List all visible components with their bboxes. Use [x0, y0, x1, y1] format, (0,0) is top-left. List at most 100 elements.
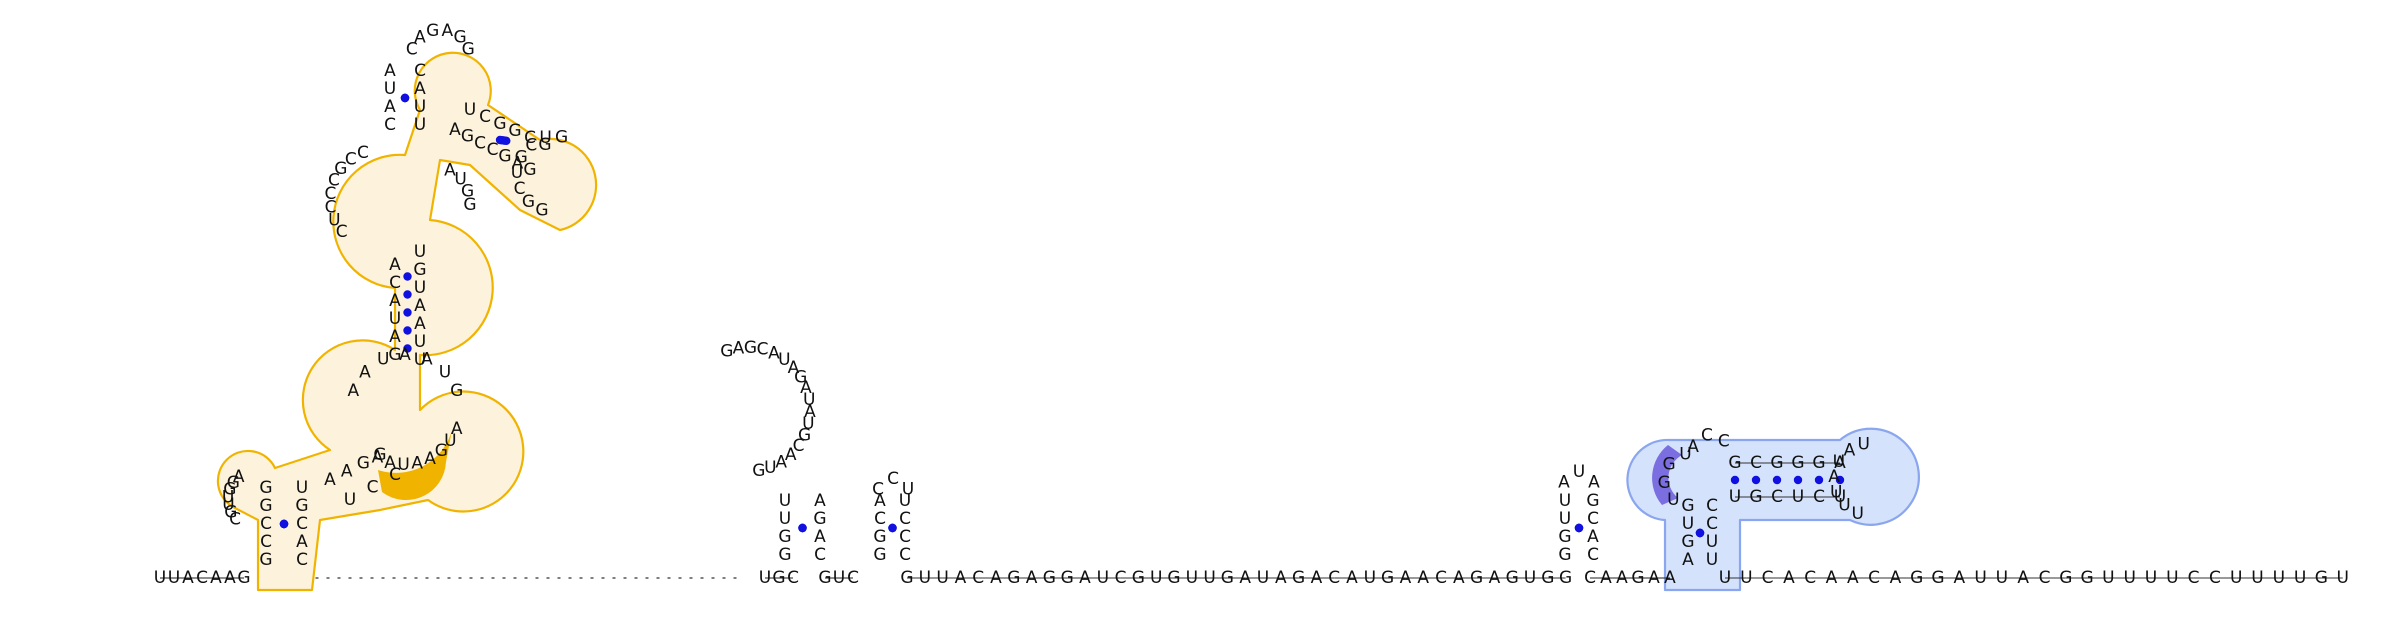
linker-nucleotide: U [2123, 568, 2135, 588]
linker-nucleotide: U [2273, 568, 2285, 588]
stem-nucleotide: G [778, 545, 791, 565]
loop-nucleotide: A [788, 358, 800, 378]
linker-nucleotide: U [1792, 487, 1804, 507]
stem-nucleotide: C [487, 140, 499, 160]
stem-nucleotide: U [1682, 514, 1694, 534]
base-pair-dot [403, 290, 412, 299]
stem-nucleotide: G [1586, 491, 1599, 511]
loop-nucleotide: G [744, 338, 757, 358]
stem-nucleotide: A [296, 532, 308, 552]
loop-nucleotide: G [463, 195, 476, 215]
stem-nucleotide: G [508, 121, 521, 141]
stem-nucleotide: C [414, 61, 426, 81]
stem-nucleotide: C [1587, 545, 1599, 565]
loop-nucleotide: G [450, 381, 463, 401]
loop-nucleotide: U [1857, 435, 1869, 455]
linker-nucleotide: G [1910, 568, 1923, 588]
stem-nucleotide: G [1558, 527, 1571, 547]
linker-nucleotide: A [1834, 453, 1846, 473]
loop-nucleotide: G [794, 367, 807, 387]
linker-nucleotide: A [1953, 568, 1965, 588]
stem-nucleotide: C [814, 545, 826, 565]
linker-nucleotide: G [1791, 453, 1804, 473]
linker-nucleotide: G [2081, 568, 2094, 588]
linker-nucleotide: C [1762, 568, 1774, 588]
stem-nucleotide: C [1587, 509, 1599, 529]
stem-nucleotide: U [414, 242, 426, 262]
stem-nucleotide: G [413, 260, 426, 280]
linker-nucleotide: C [1750, 453, 1762, 473]
orange-highlight-region [216, 51, 598, 592]
loop-nucleotide: G [798, 425, 811, 445]
linker-nucleotide: A [1311, 568, 1323, 588]
loop-nucleotide: G [522, 192, 535, 212]
loop-nucleotide: G [426, 21, 439, 41]
stem-nucleotide: G [498, 147, 511, 167]
stem-nucleotide: A [449, 120, 461, 140]
base-pair-dot [279, 519, 289, 529]
linker-nucleotide: U [2102, 568, 2114, 588]
stem-nucleotide: A [384, 97, 396, 117]
linker-nucleotide: G [1749, 487, 1762, 507]
blue-highlight-accent [1652, 445, 1682, 505]
backbone-layer [160, 462, 2343, 579]
linker-nucleotide: A [1664, 568, 1676, 588]
stem-nucleotide: U [779, 491, 791, 511]
stem-nucleotide: U [414, 332, 426, 352]
linker-nucleotide: A [1026, 568, 1038, 588]
loop-nucleotide: A [1687, 437, 1699, 457]
linker-nucleotide: C [1868, 568, 1880, 588]
stem-nucleotide: A [414, 314, 426, 334]
loop-nucleotide: A [424, 449, 436, 469]
stem-nucleotide: G [373, 445, 386, 465]
loop-nucleotide: U [377, 350, 389, 370]
stem-nucleotide: U [414, 350, 426, 370]
stem-nucleotide: G [1681, 496, 1694, 516]
loop-nucleotide: C [793, 436, 805, 456]
linker-nucleotide: C [1435, 568, 1447, 588]
linker-nucleotide: G [1043, 568, 1056, 588]
base-pair-dot [798, 523, 807, 533]
loop-nucleotide: A [359, 362, 371, 382]
loop-nucleotide: G [224, 503, 237, 523]
loop-nucleotide: C [872, 480, 884, 500]
base-pair-dot [502, 136, 511, 145]
loop-nucleotide: G [227, 473, 240, 493]
linker-nucleotide: G [1506, 568, 1519, 588]
stem-nucleotide: C [367, 478, 379, 498]
stem-nucleotide: A [384, 61, 396, 81]
linker-nucleotide: G [1728, 453, 1741, 473]
linker-nucleotide: C [1804, 568, 1816, 588]
stem-nucleotide: G [873, 545, 886, 565]
loop-nucleotide: C [757, 340, 769, 360]
base-pair-dot [888, 523, 897, 533]
stem-nucleotide: G [295, 496, 308, 516]
linker-nucleotide: G [1221, 568, 1234, 588]
stem-nucleotide: G [1558, 545, 1571, 565]
stem-nucleotide: U [296, 478, 308, 498]
linker-nucleotide: G [1061, 568, 1074, 588]
linker-nucleotide: G [2315, 568, 2328, 588]
stem-nucleotide: C [389, 273, 401, 293]
stem-nucleotide: A [512, 153, 524, 173]
stem-nucleotide: A [389, 291, 401, 311]
loop-nucleotide: A [444, 160, 456, 180]
loop-nucleotide: A [733, 339, 745, 359]
loop-nucleotide: G [1663, 455, 1676, 475]
linker-nucleotide: U [1729, 487, 1741, 507]
linker-nucleotide: G [1631, 568, 1644, 588]
stem-nucleotide: G [493, 114, 506, 134]
linker-nucleotide: U [2336, 568, 2348, 588]
stem-nucleotide: C [479, 107, 491, 127]
loop-nucleotide: A [421, 350, 433, 370]
stem-nucleotide: G [259, 496, 272, 516]
stem-nucleotide: C [899, 527, 911, 547]
linker-nucleotide: C [2188, 568, 2200, 588]
loop-nucleotide: A [800, 378, 812, 398]
loop-nucleotide: G [435, 441, 448, 461]
loop-nucleotide: A [347, 381, 359, 401]
loop-nucleotide: U [1851, 504, 1863, 524]
loop-nucleotide: G [720, 342, 733, 362]
loop-nucleotide: C [324, 184, 336, 204]
linker-nucleotide: U [1257, 568, 1269, 588]
